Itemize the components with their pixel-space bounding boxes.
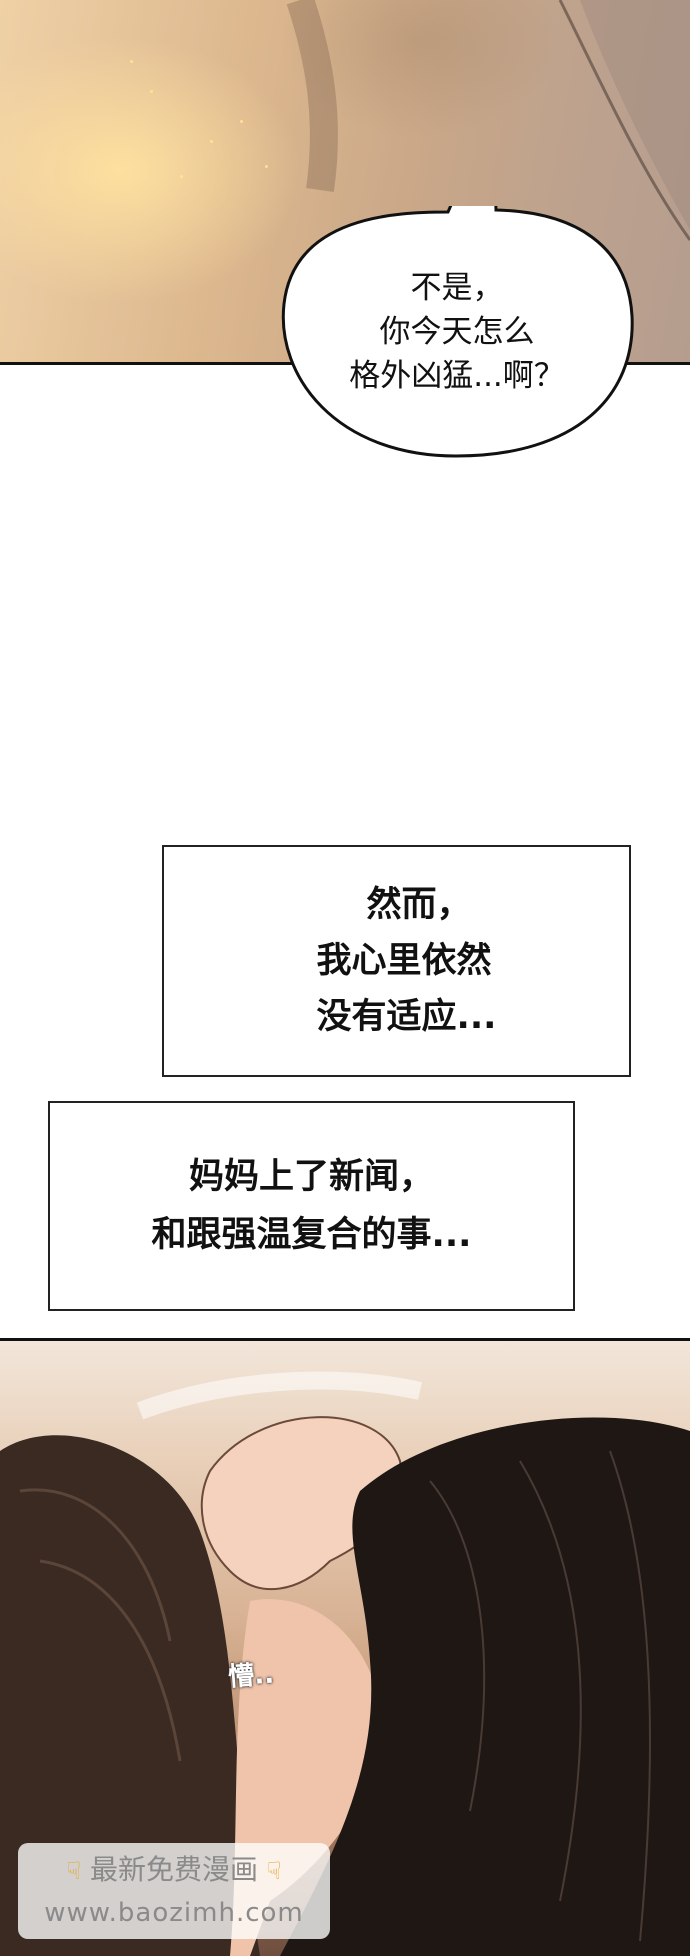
narration-box: 然而， 我心里依然 没有适应...	[162, 845, 631, 1077]
watermark-title-row: ☟ 最新免费漫画 ☟	[18, 1847, 330, 1894]
sound-effect-text: 懵..	[227, 1659, 275, 1693]
panel-artwork-bottom	[0, 1371, 690, 1956]
sparkle	[265, 165, 268, 168]
bottom-comic-panel	[0, 1338, 690, 1956]
narration-line: 我心里依然	[316, 941, 492, 981]
narration-line: 没有适应...	[316, 997, 497, 1037]
speech-line: 不是，	[410, 270, 504, 306]
sparkle	[240, 120, 243, 123]
watermark-title: 最新免费漫画	[89, 1853, 258, 1886]
narration-line: 和跟强温复合的事...	[151, 1215, 472, 1255]
speech-bubble-text: 不是， 你今天怎么 格外凶猛...啊？	[276, 266, 638, 398]
watermark: ☟ 最新免费漫画 ☟ www.baozimh.com	[18, 1843, 330, 1939]
sparkle	[210, 140, 213, 143]
narration-line: 然而，	[366, 885, 472, 925]
sparkle	[150, 90, 153, 93]
pointing-down-hand-icon: ☟	[66, 1857, 82, 1885]
sparkle	[130, 60, 133, 63]
speech-bubble: 不是， 你今天怎么 格外凶猛...啊？	[276, 206, 638, 458]
narration-box: 妈妈上了新闻， 和跟强温复合的事...	[48, 1101, 575, 1311]
pointing-down-hand-icon: ☟	[266, 1857, 282, 1885]
speech-line: 格外凶猛...啊？	[349, 358, 565, 394]
panel-artwork-top	[286, 0, 690, 241]
speech-line: 你今天怎么	[379, 314, 535, 350]
narration-line: 妈妈上了新闻，	[188, 1157, 434, 1197]
sparkle	[180, 175, 183, 178]
watermark-url: www.baozimh.com	[44, 1898, 304, 1928]
